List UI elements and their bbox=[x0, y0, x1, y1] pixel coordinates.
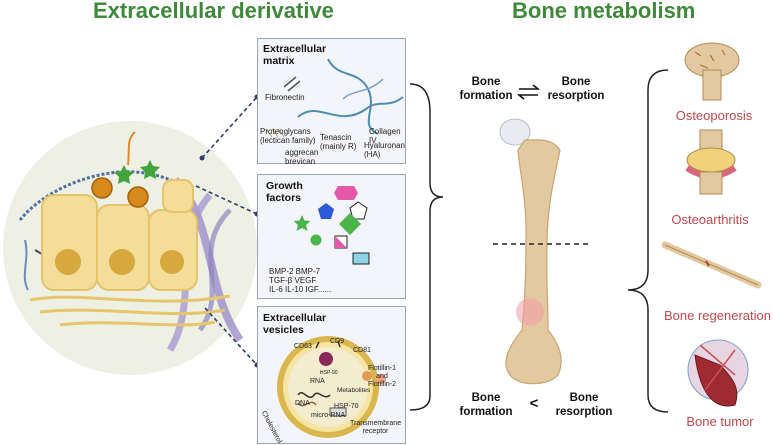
condition-bone-regeneration: Bone regeneration bbox=[664, 308, 771, 323]
vesicles-panel: Extracellular vesicles CD63 CD9 CD81 HSP… bbox=[257, 306, 406, 445]
growth-factors-title: Growth factors bbox=[266, 180, 303, 204]
growth-factor-line-2: TGF-β VEGF bbox=[269, 276, 317, 285]
fibronectin-label: Fibronectin bbox=[265, 93, 305, 102]
hsp70-label: HSP-70 bbox=[334, 403, 359, 410]
ecm-panel: Extracellular matrix Fibronectin Collage… bbox=[257, 38, 406, 166]
cd9-label: CD9 bbox=[330, 338, 345, 345]
bone-resorption-top: Bone resorption bbox=[547, 76, 605, 102]
cd81-label: CD81 bbox=[353, 347, 371, 354]
receptor-label: Transmembrane receptor bbox=[350, 420, 402, 435]
right-heading: Bone metabolism bbox=[512, 0, 696, 23]
metabolites-label: Metabolites bbox=[337, 387, 371, 394]
collagen-label: Collagen IV bbox=[369, 127, 401, 145]
growth-factor-shapes bbox=[293, 186, 370, 265]
proteoglycans-label: Proteoglycans (lectican family) bbox=[260, 127, 316, 145]
bone-formation-top: Bone formation bbox=[459, 76, 513, 102]
brace-right bbox=[627, 69, 669, 413]
left-heading: Extracellular derivative bbox=[93, 0, 334, 23]
growth-factor-line-1: BMP-2 BMP-7 bbox=[269, 267, 321, 276]
cd63-label: CD63 bbox=[294, 343, 312, 350]
bone-regeneration-illustration bbox=[661, 241, 762, 289]
connector-lines bbox=[195, 96, 258, 366]
growth-factors-panel: Growth factors BMP-2 BMP-7 TGF-β VEGF IL… bbox=[257, 174, 406, 299]
microrna-label: micro-RNA bbox=[311, 412, 346, 419]
condition-bone-tumor: Bone tumor bbox=[686, 414, 754, 429]
hsp90-label: HSP-90 bbox=[320, 370, 338, 376]
hyaluronan-label: Hyaluronan (HA) bbox=[364, 141, 405, 159]
equilibrium-arrows bbox=[516, 84, 541, 100]
femur-illustration bbox=[499, 118, 562, 385]
bone-tumor-illustration bbox=[687, 339, 749, 407]
vesicles-title: Extracellular vesicles bbox=[263, 312, 327, 336]
ecm-fibers bbox=[265, 58, 404, 138]
osteoporosis-illustration bbox=[684, 42, 740, 101]
rna-label: RNA bbox=[310, 378, 325, 385]
condition-osteoarthritis: Osteoarthritis bbox=[671, 212, 749, 227]
aggrecan-label: aggrecan brevican bbox=[285, 148, 319, 166]
brace-left bbox=[409, 83, 444, 411]
dna-label: DNA bbox=[295, 400, 310, 407]
osteoarthritis-illustration bbox=[685, 129, 737, 195]
bone-resorption-bottom: Bone resorption bbox=[555, 392, 613, 418]
bone-comparison-symbol: < bbox=[529, 395, 539, 412]
flotillin-label: Flotillin-1 and Flotillin-2 bbox=[368, 365, 397, 388]
tenascin-label: Tenascin (mainly R) bbox=[320, 133, 357, 151]
ecm-title: Extracellular matrix bbox=[263, 43, 327, 67]
bone-formation-bottom: Bone formation bbox=[459, 392, 513, 418]
tissue-illustration bbox=[3, 121, 257, 375]
growth-factor-line-3: IL-6 IL-10 IGF...... bbox=[269, 285, 332, 294]
vesicle-illustration bbox=[277, 336, 386, 438]
condition-osteoporosis: Osteoporosis bbox=[675, 108, 753, 123]
